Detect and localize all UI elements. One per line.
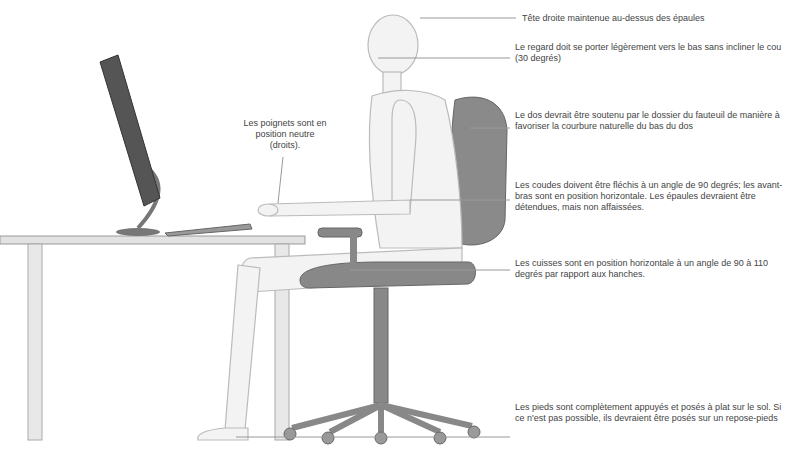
- annotation-label: Les poignets sont en position neutre (dr…: [240, 118, 330, 151]
- annotation-label: Le regard doit se porter légèrement vers…: [515, 42, 783, 64]
- annotation-label: Les cuisses sont en position horizontale…: [515, 258, 783, 280]
- chair-armrest: [318, 228, 362, 237]
- leader-line: [236, 18, 516, 437]
- desk-leg: [28, 244, 42, 440]
- annotation-label: Les pieds sont complètement appuyés et p…: [515, 402, 783, 424]
- chair-wheel: [284, 426, 480, 444]
- keyboard: [165, 224, 252, 236]
- annotation-label: Tête droite maintenue au-dessus des épau…: [522, 13, 784, 24]
- chair-post: [374, 288, 388, 403]
- chair-base: [292, 405, 472, 432]
- monitor: [100, 55, 160, 206]
- chair-armrest: [350, 236, 357, 264]
- annotation-label: Le dos devrait être soutenu par le dossi…: [515, 110, 783, 132]
- chair-seat: [300, 262, 476, 288]
- monitor-base: [116, 228, 160, 236]
- annotation-label: Les coudes doivent être fléchis à un ang…: [515, 180, 783, 213]
- desk-top: [0, 236, 305, 244]
- person: [198, 15, 462, 440]
